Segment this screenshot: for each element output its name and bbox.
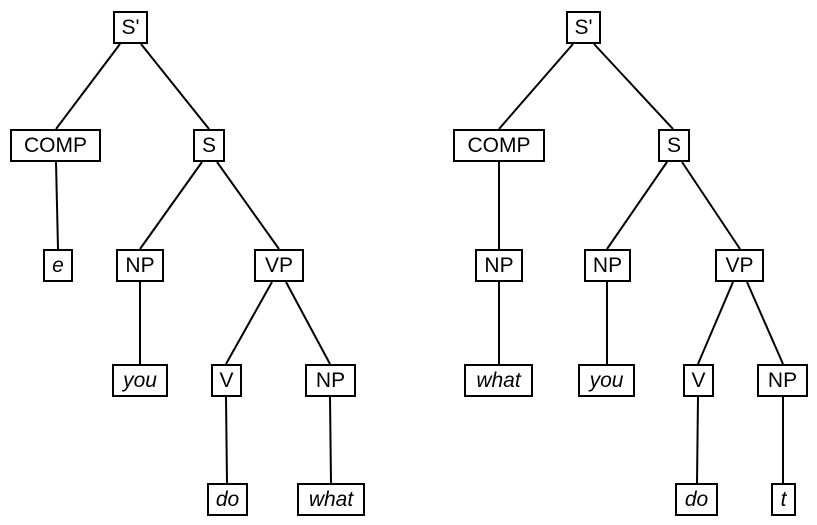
tree-node-r-vp: VP bbox=[715, 249, 764, 282]
tree-edge-r-vp-to-r-np2 bbox=[746, 281, 784, 365]
tree-edge-l-vp-to-l-v bbox=[225, 281, 273, 365]
tree-edge-r-vp-to-r-v bbox=[697, 281, 734, 365]
tree-edge-r-s-to-r-np1 bbox=[606, 161, 668, 250]
tree-edge-l-comp-to-l-e bbox=[55, 161, 59, 250]
tree-edge-r-sbar-to-r-comp bbox=[498, 43, 574, 130]
tree-node-l-v: V bbox=[211, 364, 242, 397]
tree-edge-r-s-to-r-vp bbox=[681, 161, 741, 250]
tree-node-l-comp: COMP bbox=[10, 129, 101, 162]
tree-edge-l-sbar-to-l-s bbox=[140, 43, 210, 130]
tree-node-r-v: V bbox=[683, 364, 714, 397]
tree-edge-l-vp-to-l-np2 bbox=[285, 281, 331, 365]
tree-node-r-s: S bbox=[658, 129, 690, 162]
tree-edge-l-v-to-l-do bbox=[225, 396, 228, 484]
tree-node-r-np1: NP bbox=[584, 249, 631, 282]
tree-node-l-you: you bbox=[112, 364, 168, 397]
tree-edge-r-v-to-r-do bbox=[696, 396, 699, 484]
tree-node-r-you: you bbox=[578, 364, 635, 397]
tree-edge-r-sbar-to-r-s bbox=[593, 43, 674, 130]
tree-node-l-what: what bbox=[297, 483, 365, 516]
tree-node-l-do: do bbox=[207, 483, 248, 516]
tree-edge-l-sbar-to-l-comp bbox=[55, 43, 121, 130]
tree-node-l-s: S bbox=[193, 129, 225, 162]
tree-node-r-t: t bbox=[771, 483, 796, 516]
tree-node-r-np0: NP bbox=[475, 249, 523, 282]
tree-edge-l-s-to-l-np1 bbox=[139, 161, 203, 250]
tree-node-l-np2: NP bbox=[305, 364, 356, 397]
tree-edge-l-np2-to-l-what bbox=[329, 396, 332, 484]
tree-node-r-np2: NP bbox=[757, 364, 808, 397]
tree-node-r-what: what bbox=[464, 364, 533, 397]
tree-edge-l-s-to-l-vp bbox=[216, 161, 280, 250]
tree-node-r-sbar: S' bbox=[566, 11, 601, 44]
tree-node-l-e: e bbox=[43, 249, 73, 282]
tree-node-r-comp: COMP bbox=[453, 129, 545, 162]
tree-node-l-sbar: S' bbox=[113, 11, 148, 44]
tree-node-r-do: do bbox=[675, 483, 718, 516]
tree-node-l-np1: NP bbox=[116, 249, 164, 282]
tree-node-l-vp: VP bbox=[254, 249, 304, 282]
